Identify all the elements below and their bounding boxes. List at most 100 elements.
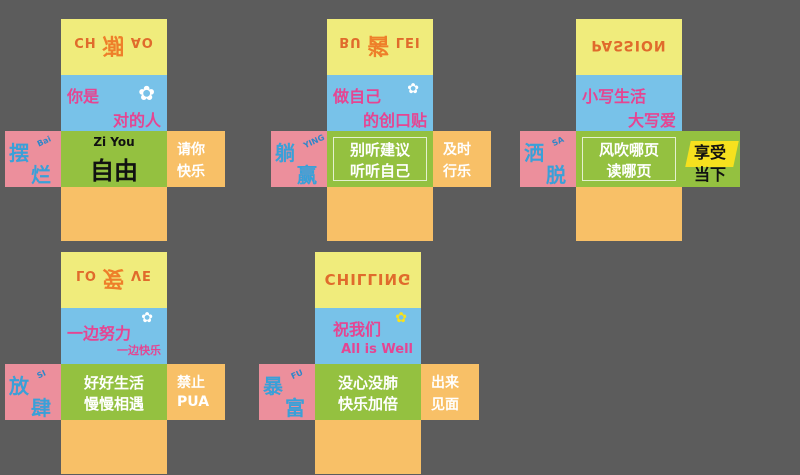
net2-right-face: 及时 行乐 (433, 131, 491, 187)
net5-top-face: CHILLING (315, 252, 421, 308)
side-tag: YING (302, 132, 326, 151)
slogan-line2: 对的人 (112, 111, 161, 130)
right-line2: 当下 (694, 165, 727, 184)
center-line1: 别听建议 (349, 141, 410, 159)
brand-pre: LO (76, 267, 97, 282)
slogan-line2: All is Well (341, 342, 413, 357)
net5-brand-text: CHILLING (315, 270, 421, 288)
center-sub: Zi You (93, 135, 135, 149)
side-char-top: 暴 (263, 374, 283, 398)
net4-left-face: 放 肆 SI (5, 364, 61, 420)
net2-left-face: 躺 赢 YING (271, 131, 327, 187)
brand-big: 潮 (102, 32, 126, 57)
net3-left-face: 洒 脱 SA (520, 131, 576, 187)
brand-post: LEI (395, 34, 421, 49)
right-line2: PUA (177, 394, 210, 410)
slogan-line2: 大写爱 (627, 111, 676, 130)
net1-right-face: 请你 快乐 (167, 131, 225, 187)
center-line1: 没心没肺 (337, 374, 398, 392)
right-line2: 见面 (431, 397, 459, 413)
side-char-top: 洒 (524, 141, 544, 165)
net3-bottom-face (576, 187, 682, 241)
net5-upper-face: 祝我们 All is Well ✿ (315, 308, 421, 364)
brand-pre: CHILLING (324, 270, 412, 288)
center-line2: 快乐加倍 (337, 395, 398, 413)
right-line1: 享受 (694, 143, 727, 162)
net2-center-face: 别听建议 听听自己 (327, 131, 433, 187)
net3-right-face: 享受 当下 (682, 131, 740, 187)
center-line1: 风吹哪页 (598, 141, 659, 159)
side-char-bottom: 肆 (31, 396, 51, 420)
right-line2: 行乐 (443, 164, 471, 180)
net4-right-face: 禁止 PUA (167, 364, 225, 420)
box-net-2: BU 酱 LEI 做自己 的创口贴 ✿ 躺 赢 YING 别听建议 听听自己 及… (271, 19, 491, 241)
side-char-top: 摆 (9, 141, 29, 165)
net4-brand-text: LO 爱 VE (61, 264, 167, 296)
slogan-line1: 一边努力 (67, 324, 132, 343)
brand-post: AO (130, 34, 154, 49)
net2-upper-face: 做自己 的创口贴 ✿ (327, 75, 433, 131)
brand-pre: BU (339, 34, 362, 49)
net1-top-face: CH 潮 AO (61, 19, 167, 75)
net3-brand-text: PASSION (576, 37, 682, 53)
flower-icon: ✿ (138, 81, 155, 105)
net2-brand-text: BU 酱 LEI (327, 31, 433, 63)
side-tag: Bai (35, 134, 53, 149)
net3-upper-face: 小写生活 大写爱 (576, 75, 682, 131)
net1-upper-face: 你是 对的人 ✿ (61, 75, 167, 131)
net5-center-face: 没心没肺 快乐加倍 (315, 364, 421, 420)
box-net-1: CH 潮 AO 你是 对的人 ✿ 摆 烂 Bai Zi You 自由 请你 快乐 (5, 19, 225, 241)
side-tag: SA (550, 134, 566, 149)
net2-top-face: BU 酱 LEI (327, 19, 433, 75)
net4-bottom-face (61, 420, 167, 474)
center-main: 自由 (90, 157, 138, 185)
box-net-4: LO 爱 VE 一边努力 一边快乐 ✿ 放 肆 SI 好好生活 慢慢相遇 禁止 … (5, 252, 225, 474)
right-line2: 快乐 (177, 164, 205, 180)
brand-pre: PASSION (591, 37, 667, 53)
center-line2: 慢慢相遇 (83, 395, 144, 413)
right-line1: 请你 (177, 142, 205, 158)
net4-top-face: LO 爱 VE (61, 252, 167, 308)
right-line1: 禁止 (177, 375, 205, 391)
net1-bottom-face (61, 187, 167, 241)
brand-post: VE (131, 267, 152, 282)
center-frame (582, 137, 676, 181)
side-char-bottom: 烂 (31, 163, 51, 187)
center-line2: 读哪页 (606, 162, 652, 180)
side-char-bottom: 富 (285, 396, 305, 420)
side-char-top: 躺 (275, 141, 295, 165)
brand-big: 爱 (102, 265, 126, 290)
net5-left-face: 暴 富 FU (259, 364, 315, 420)
side-char-bottom: 赢 (297, 163, 317, 187)
side-char-bottom: 脱 (546, 163, 566, 187)
box-net-5: CHILLING 祝我们 All is Well ✿ 暴 富 FU 没心没肺 快… (259, 252, 479, 474)
slogan-line1: 做自己 (333, 87, 382, 106)
box-net-3: PASSION 小写生活 大写爱 洒 脱 SA 风吹哪页 读哪页 享受 当下 (520, 19, 740, 241)
center-line1: 好好生活 (83, 374, 144, 392)
net3-center-face: 风吹哪页 读哪页 (576, 131, 682, 187)
net1-left-face: 摆 烂 Bai (5, 131, 61, 187)
side-char-top: 放 (9, 374, 29, 398)
brand-pre: CH (74, 34, 97, 49)
net2-bottom-face (327, 187, 433, 241)
center-line2: 听听自己 (349, 162, 410, 180)
slogan-line1: 祝我们 (333, 320, 382, 339)
net5-bottom-face (315, 420, 421, 474)
brand-big: 酱 (367, 32, 391, 57)
net1-center-face: Zi You 自由 (61, 131, 167, 187)
center-frame (333, 137, 427, 181)
slogan-line1: 小写生活 (582, 87, 647, 106)
right-line1: 及时 (443, 142, 471, 158)
net3-top-face: PASSION (576, 19, 682, 75)
side-tag: SI (35, 368, 48, 381)
right-line1: 出来 (431, 375, 459, 391)
slogan-line2: 一边快乐 (117, 344, 161, 357)
net1-brand-text: CH 潮 AO (61, 31, 167, 63)
slogan-line2: 的创口贴 (362, 111, 427, 130)
flower-icon: ✿ (407, 81, 419, 97)
slogan-line1: 你是 (67, 87, 100, 106)
flower-icon: ✿ (395, 310, 407, 326)
net4-upper-face: 一边努力 一边快乐 ✿ (61, 308, 167, 364)
flower-icon: ✿ (141, 310, 153, 326)
net5-right-face: 出来 见面 (421, 364, 479, 420)
